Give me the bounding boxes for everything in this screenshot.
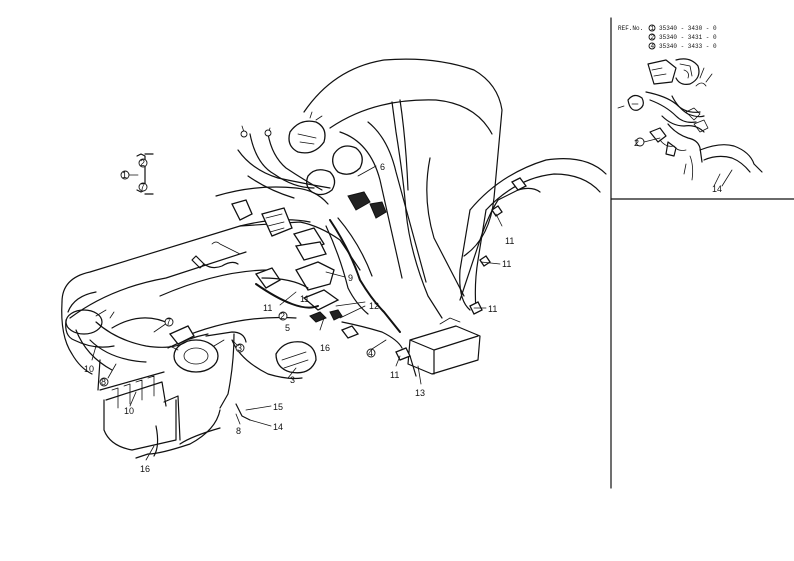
ref-part-no-2: 35340 - 3431 - 0: [659, 34, 717, 41]
callout-c10: 11: [390, 370, 399, 380]
callout-c8: 16: [320, 343, 330, 353]
callout-c13: 11: [502, 259, 511, 269]
callouts: 6 9 11 12 11 2 5 16 4 11 13 11 11 11 7 1…: [84, 162, 514, 474]
callout-c2: 9: [348, 273, 353, 283]
callout-c11: 13: [415, 388, 425, 398]
connector-detail: 2 7 1: [120, 153, 154, 195]
ref-mark-3: 4: [651, 43, 655, 50]
callout-c19: 3: [237, 343, 242, 353]
callout-c24: 16: [140, 464, 150, 474]
vehicle-body-outline: [61, 58, 607, 451]
inset-label-b: 14: [712, 184, 722, 194]
callout-c5: 11: [300, 294, 309, 304]
callout-c15: 7: [166, 317, 171, 327]
callout-c9: 4: [368, 348, 373, 358]
detail-label-a: 1: [122, 170, 127, 180]
callout-c18: 10: [124, 406, 134, 416]
ref-table: REF.No. 1 35340 - 3430 - 0 2 35340 - 343…: [618, 24, 717, 50]
components: [168, 120, 527, 374]
callout-c1: 6: [380, 162, 385, 172]
detail-label-b: 2: [140, 158, 145, 168]
callout-c14: 11: [505, 236, 514, 246]
inset-detail-drawing: 2 14: [617, 58, 763, 194]
callout-c20: 3: [290, 375, 295, 385]
callout-c7: 5: [285, 323, 290, 333]
inset-label-a: 2: [634, 138, 639, 148]
ref-mark-1: 1: [651, 25, 655, 32]
callout-c21: 15: [273, 402, 283, 412]
callout-c3: 11: [263, 303, 272, 313]
detail-label-c: 7: [140, 182, 145, 192]
wiring-harness: [89, 99, 541, 459]
callout-c16: 10: [84, 364, 94, 374]
ref-part-no-1: 35340 - 3430 - 0: [659, 25, 717, 32]
callout-c17: 8: [101, 377, 106, 387]
callout-c6: 2: [280, 311, 285, 321]
callout-c22: 14: [273, 422, 283, 432]
leader-lines: [91, 165, 503, 461]
ref-heading: REF.No.: [618, 25, 643, 32]
callout-c23: 8: [236, 426, 241, 436]
callout-c4: 12: [369, 301, 379, 311]
ref-part-no-3: 35340 - 3433 - 0: [659, 43, 717, 50]
ref-mark-2: 2: [651, 34, 655, 41]
callout-c12: 11: [488, 304, 497, 314]
